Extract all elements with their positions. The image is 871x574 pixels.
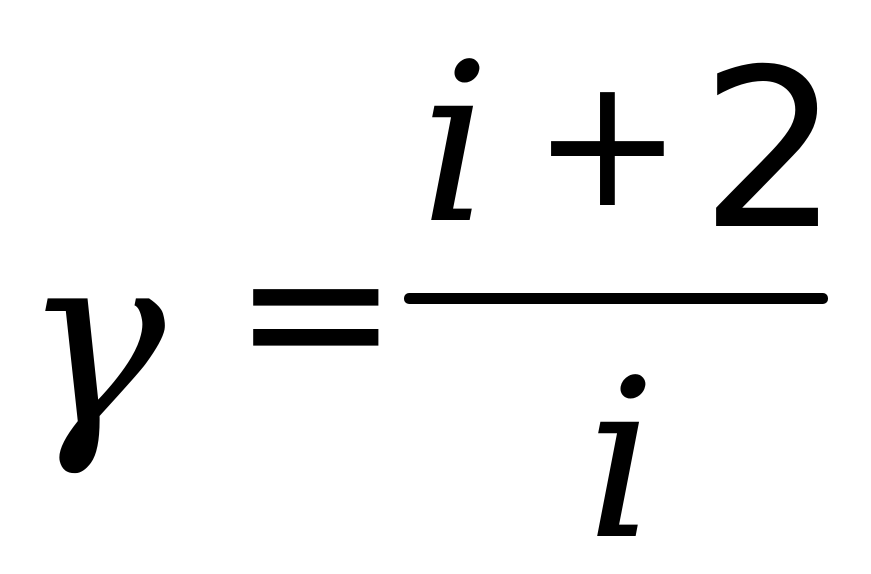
equals-sign: =	[232, 195, 400, 428]
gamma-symbol: γ	[22, 200, 166, 480]
plus-sign: +	[532, 39, 683, 248]
numerator-variable: i	[420, 16, 491, 272]
denominator-variable: i	[586, 332, 657, 574]
fraction-bar	[404, 293, 828, 304]
numerator-constant: 2	[700, 22, 840, 278]
